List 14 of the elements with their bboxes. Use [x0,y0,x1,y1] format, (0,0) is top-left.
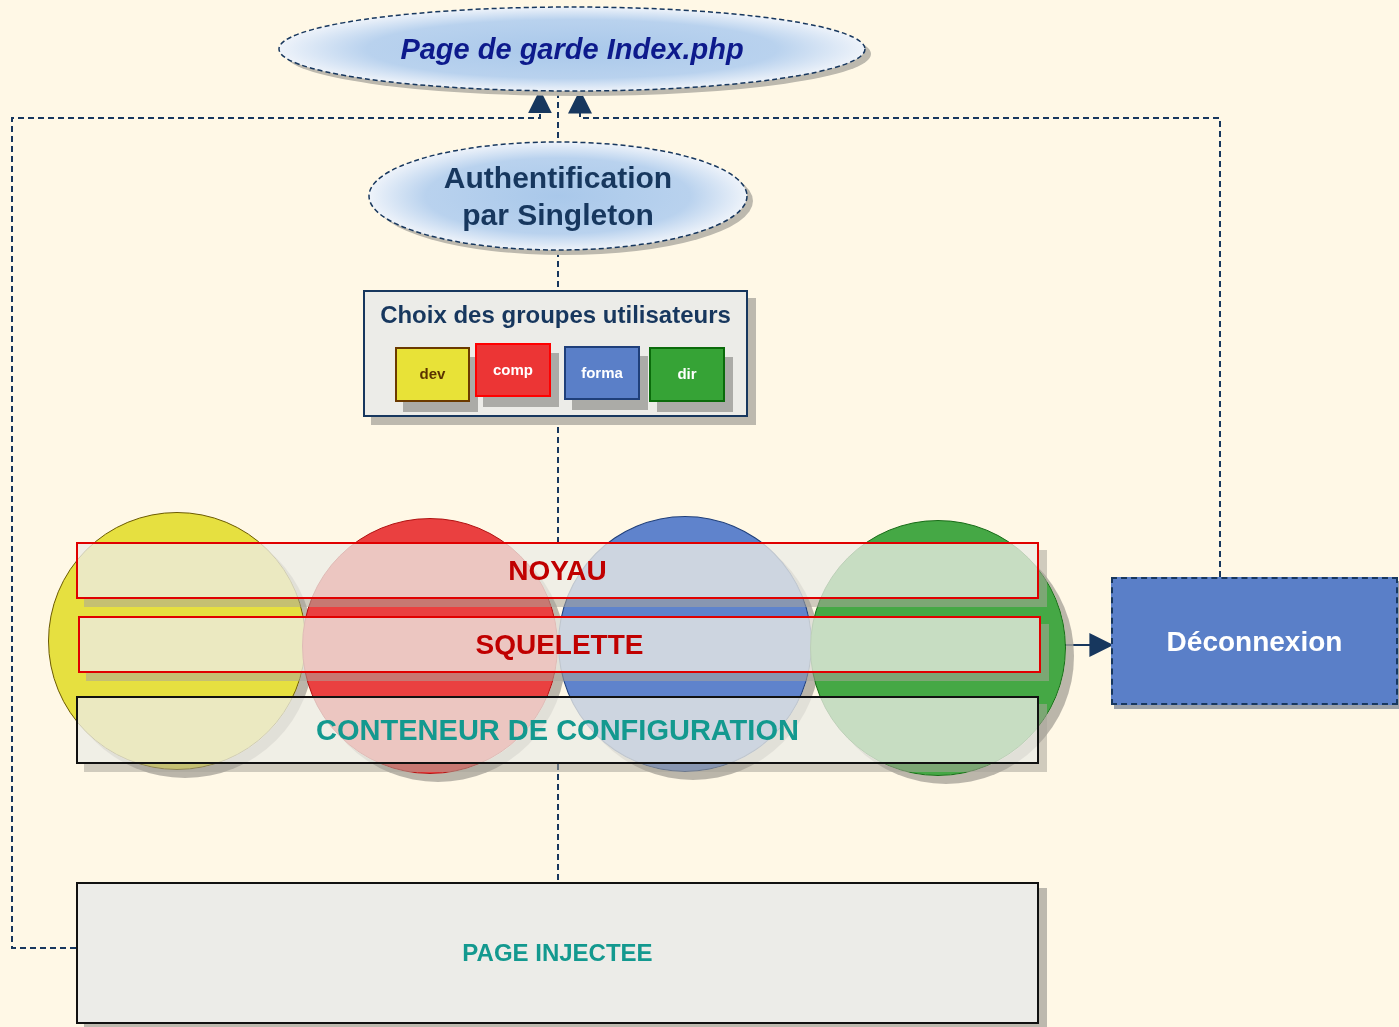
connector-line [557,763,559,883]
layer-band [76,696,1039,764]
node-label: NOYAU [508,554,607,588]
node-label: dev [419,365,446,384]
node-label: comp [493,360,533,380]
node-label: forma [581,363,623,383]
layer-band [78,616,1041,673]
node-label: SQUELETTE [475,628,644,662]
layer-band [76,542,1039,599]
node-label: PAGE INJECTEE [462,938,653,968]
node-label: Déconnexion [1166,624,1343,659]
node-label: Choix des groupes utilisateurs [380,300,731,330]
node-label: dir [677,365,697,384]
node-label: CONTENEUR DE CONFIGURATION [316,712,799,748]
